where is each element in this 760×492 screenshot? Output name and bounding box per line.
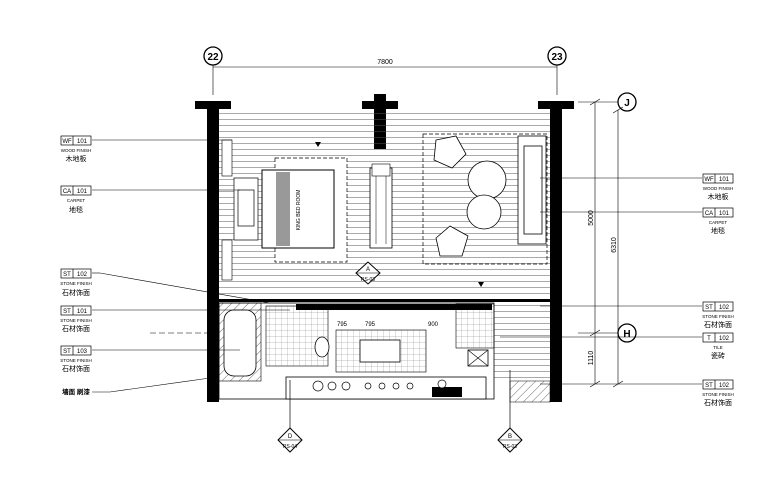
tag-right-2-code: CA	[705, 211, 713, 217]
bath-dim-3: 900	[428, 322, 439, 328]
tag-left-4: ST 101 STONE FINISH 石材饰面	[60, 305, 92, 333]
grid-label-23: 23	[551, 52, 563, 63]
tag-right-4-code: T	[707, 336, 711, 342]
tag-right-1-code: WF	[704, 177, 714, 183]
bath-dim-1: 795	[337, 322, 348, 328]
tag-right-2-num: 101	[719, 211, 730, 217]
dim-height-upper: 5000	[588, 210, 595, 226]
tag-left-1-code: WF	[62, 139, 72, 145]
tag-right-5-cn: 石材饰面	[704, 398, 732, 407]
elevation-letter-A: A	[366, 267, 370, 273]
wood-floor-right	[494, 303, 550, 381]
grid-label-J: J	[624, 98, 630, 109]
tag-left-1-num: 101	[77, 139, 88, 145]
tag-left-1: WF 101 WOOD FINISH 木地板	[60, 135, 92, 163]
dim-width-total: 7800	[377, 59, 393, 66]
tag-left-2-cn: 地毯	[69, 205, 83, 214]
elevation-letter-D: D	[288, 434, 293, 440]
tag-right-2-cn: 地毯	[711, 226, 725, 235]
tag-right-1-num: 101	[719, 177, 730, 183]
grid-bubble-23: 23	[547, 46, 567, 66]
tag-left-4-num: 101	[77, 309, 88, 315]
tag-right-5-en: STONE FINISH	[702, 392, 733, 397]
tag-left-4-code: ST	[63, 309, 71, 315]
elevation-ref-A: RS-03	[361, 277, 375, 283]
tag-right-4-cn: 瓷砖	[711, 351, 725, 360]
elevation-marker-A: A RS-03	[355, 261, 381, 285]
north-markers	[315, 142, 484, 287]
tag-right-3-num: 102	[719, 305, 730, 311]
tag-left-2-en: CARPET	[67, 198, 86, 203]
tag-right-5: ST 102 STONE FINISH 石材饰面	[702, 379, 734, 407]
dim-height-total: 6310	[611, 237, 618, 253]
dim-height-lower: 1110	[588, 351, 595, 366]
grid-label-22: 22	[207, 52, 219, 63]
tag-right-3-en: STONE FINISH	[702, 314, 733, 319]
tag-left-4-cn: 石材饰面	[62, 324, 90, 333]
cabinet-center	[369, 163, 393, 249]
tag-left-5-code: ST	[63, 349, 71, 355]
elevation-ref-D: RS-04	[283, 444, 297, 450]
bed-label: KING BED ROOM	[296, 190, 302, 231]
lounge-furniture	[433, 135, 547, 257]
tag-left-bottom: 墙面 刷漆	[62, 387, 90, 396]
tag-left-1-cn: 木地板	[66, 154, 87, 163]
tag-left-1-en: WOOD FINISH	[61, 148, 92, 153]
tag-left-5-cn: 石材饰面	[62, 364, 90, 373]
leader-lines-left	[92, 139, 290, 393]
tag-right-3-code: ST	[705, 305, 713, 311]
tag-right-2: CA 101 CARPET 地毯	[702, 207, 734, 235]
tag-right-5-num: 102	[719, 383, 730, 389]
tag-left-3-code: ST	[63, 272, 71, 278]
tag-left-2-code: CA	[63, 189, 71, 195]
grid-bubble-H: H	[617, 323, 637, 343]
tag-right-4-num: 102	[719, 336, 730, 342]
tag-left-4-en: STONE FINISH	[60, 318, 91, 323]
tag-right-3: ST 102 STONE FINISH 石材饰面	[702, 301, 734, 329]
elevation-marker-D: D RS-04	[277, 380, 303, 453]
bed: KING BED ROOM	[221, 139, 335, 281]
tag-left-3-num: 102	[77, 272, 88, 278]
grid-label-H: H	[623, 329, 630, 340]
tag-right-1-cn: 木地板	[708, 192, 729, 201]
tag-left-2: CA 101 CARPET 地毯	[60, 185, 92, 214]
grid-bubble-22: 22	[203, 46, 223, 66]
elevation-ref-B: RS-03	[503, 444, 517, 450]
leader-lines-right	[500, 177, 702, 385]
tag-right-5-code: ST	[705, 383, 713, 389]
elevation-marker-B: B RS-03	[497, 370, 523, 453]
bath-dim-2: 795	[365, 322, 376, 328]
tag-left-5-num: 103	[77, 349, 88, 355]
tag-left-2-num: 101	[77, 189, 88, 195]
tag-right-1: WF 101 WOOD FINISH 木地板	[702, 173, 734, 201]
tag-right-1-en: WOOD FINISH	[703, 186, 734, 191]
tag-left-3-cn: 石材饰面	[62, 288, 90, 297]
tag-left-3-en: STONE FINISH	[60, 281, 91, 286]
carpet-right	[422, 133, 548, 265]
tag-left-5-en: STONE FINISH	[60, 358, 91, 363]
tag-right-4-en: TILE	[713, 345, 723, 350]
tag-right-4: T 102 TILE 瓷砖	[702, 332, 734, 360]
tag-left-3: ST 102 STONE FINISH 石材饰面	[60, 268, 92, 297]
grid-bubble-J: J	[617, 92, 637, 112]
tag-right-2-en: CARPET	[709, 220, 728, 225]
tag-left-5: ST 103 STONE FINISH 石材饰面	[60, 345, 92, 373]
elevation-letter-B: B	[508, 434, 512, 440]
tag-right-3-cn: 石材饰面	[704, 320, 732, 329]
bathroom	[218, 302, 495, 400]
